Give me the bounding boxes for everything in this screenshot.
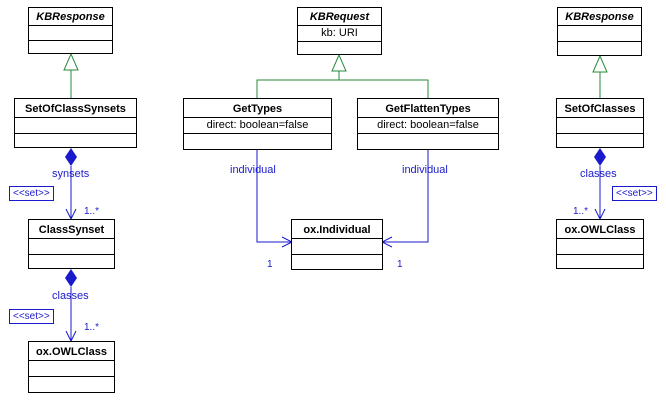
class-operations-section: [358, 134, 498, 148]
composition-diamond-synsets: [65, 148, 77, 166]
class-operations-section: [292, 255, 382, 269]
class-operations-section: [558, 42, 641, 56]
generalization-arrowhead-right: [592, 54, 608, 73]
class-attribute: direct: boolean=false: [358, 118, 498, 134]
class-name: ox.OWLClass: [29, 342, 114, 361]
class-attribute: direct: boolean=false: [184, 118, 331, 134]
generalization-arrowhead-center: [331, 53, 347, 72]
class-attribute: kb: URI: [298, 26, 381, 42]
class-attributes-section: [557, 239, 643, 255]
class-classsynset[interactable]: ClassSynset: [28, 219, 115, 269]
class-kbrequest[interactable]: KBRequest kb: URI: [297, 7, 382, 55]
class-getflattentypes[interactable]: GetFlattenTypes direct: boolean=false: [357, 98, 499, 150]
multiplicity-synsets: 1..*: [84, 206, 100, 217]
class-name: ox.OWLClass: [557, 220, 643, 239]
role-label-classes-right: classes: [580, 168, 617, 180]
class-operations-section: [184, 134, 331, 148]
class-operations-section: [29, 377, 114, 391]
class-name: SetOfClassSynsets: [15, 99, 136, 118]
stereotype-set-classes-left: <<set>>: [9, 309, 54, 324]
class-operations-section: [298, 42, 381, 56]
role-label-individual-left: individual: [230, 164, 276, 176]
composition-diamond-classes-right: [594, 148, 606, 166]
class-operations-section: [557, 255, 643, 269]
class-name: KBRequest: [298, 8, 381, 26]
multiplicity-individual-left: 1: [267, 259, 273, 270]
role-label-synsets: synsets: [52, 168, 90, 180]
multiplicity-individual-right: 1: [397, 259, 403, 270]
stereotype-set-synsets: <<set>>: [9, 186, 54, 201]
stereotype-set-classes-right: <<set>>: [612, 186, 657, 201]
class-setofclasssynsets[interactable]: SetOfClassSynsets: [14, 98, 137, 148]
class-name: GetFlattenTypes: [358, 99, 498, 118]
role-label-individual-right: individual: [402, 164, 448, 176]
association-line-individual-left: [256, 150, 291, 243]
role-label-classes-left: classes: [52, 290, 89, 302]
class-name: KBResponse: [558, 8, 641, 26]
class-setofclasses[interactable]: SetOfClasses: [556, 98, 644, 148]
class-oxindividual[interactable]: ox.Individual: [291, 219, 383, 270]
class-gettypes[interactable]: GetTypes direct: boolean=false: [183, 98, 332, 150]
generalization-arrowhead-left: [63, 52, 79, 71]
class-name: ox.Individual: [292, 220, 382, 239]
class-attributes-section: [558, 26, 641, 42]
composition-diamond-classes-left: [65, 269, 77, 287]
class-name: GetTypes: [184, 99, 331, 118]
class-kbresponse-left[interactable]: KBResponse: [28, 7, 113, 54]
multiplicity-classes-right: 1..*: [573, 206, 589, 217]
class-attributes-section: [292, 239, 382, 255]
class-operations-section: [29, 41, 112, 55]
generalization-line-gettypes: [256, 79, 339, 98]
class-attributes-section: [29, 239, 114, 255]
class-operations-section: [29, 255, 114, 269]
class-attributes-section: [29, 361, 114, 377]
class-name: SetOfClasses: [557, 99, 643, 118]
multiplicity-classes-left: 1..*: [84, 322, 100, 333]
class-attributes-section: [15, 118, 136, 134]
association-line-individual-right: [383, 150, 429, 243]
class-kbresponse-right[interactable]: KBResponse: [557, 7, 642, 56]
class-owlclass-right[interactable]: ox.OWLClass: [556, 219, 644, 269]
class-operations-section: [557, 134, 643, 148]
class-owlclass-left[interactable]: ox.OWLClass: [28, 341, 115, 393]
class-operations-section: [15, 134, 136, 148]
generalization-line-getflattentypes: [339, 79, 429, 98]
class-attributes-section: [29, 26, 112, 41]
class-name: ClassSynset: [29, 220, 114, 239]
class-attributes-section: [557, 118, 643, 134]
class-name: KBResponse: [29, 8, 112, 26]
